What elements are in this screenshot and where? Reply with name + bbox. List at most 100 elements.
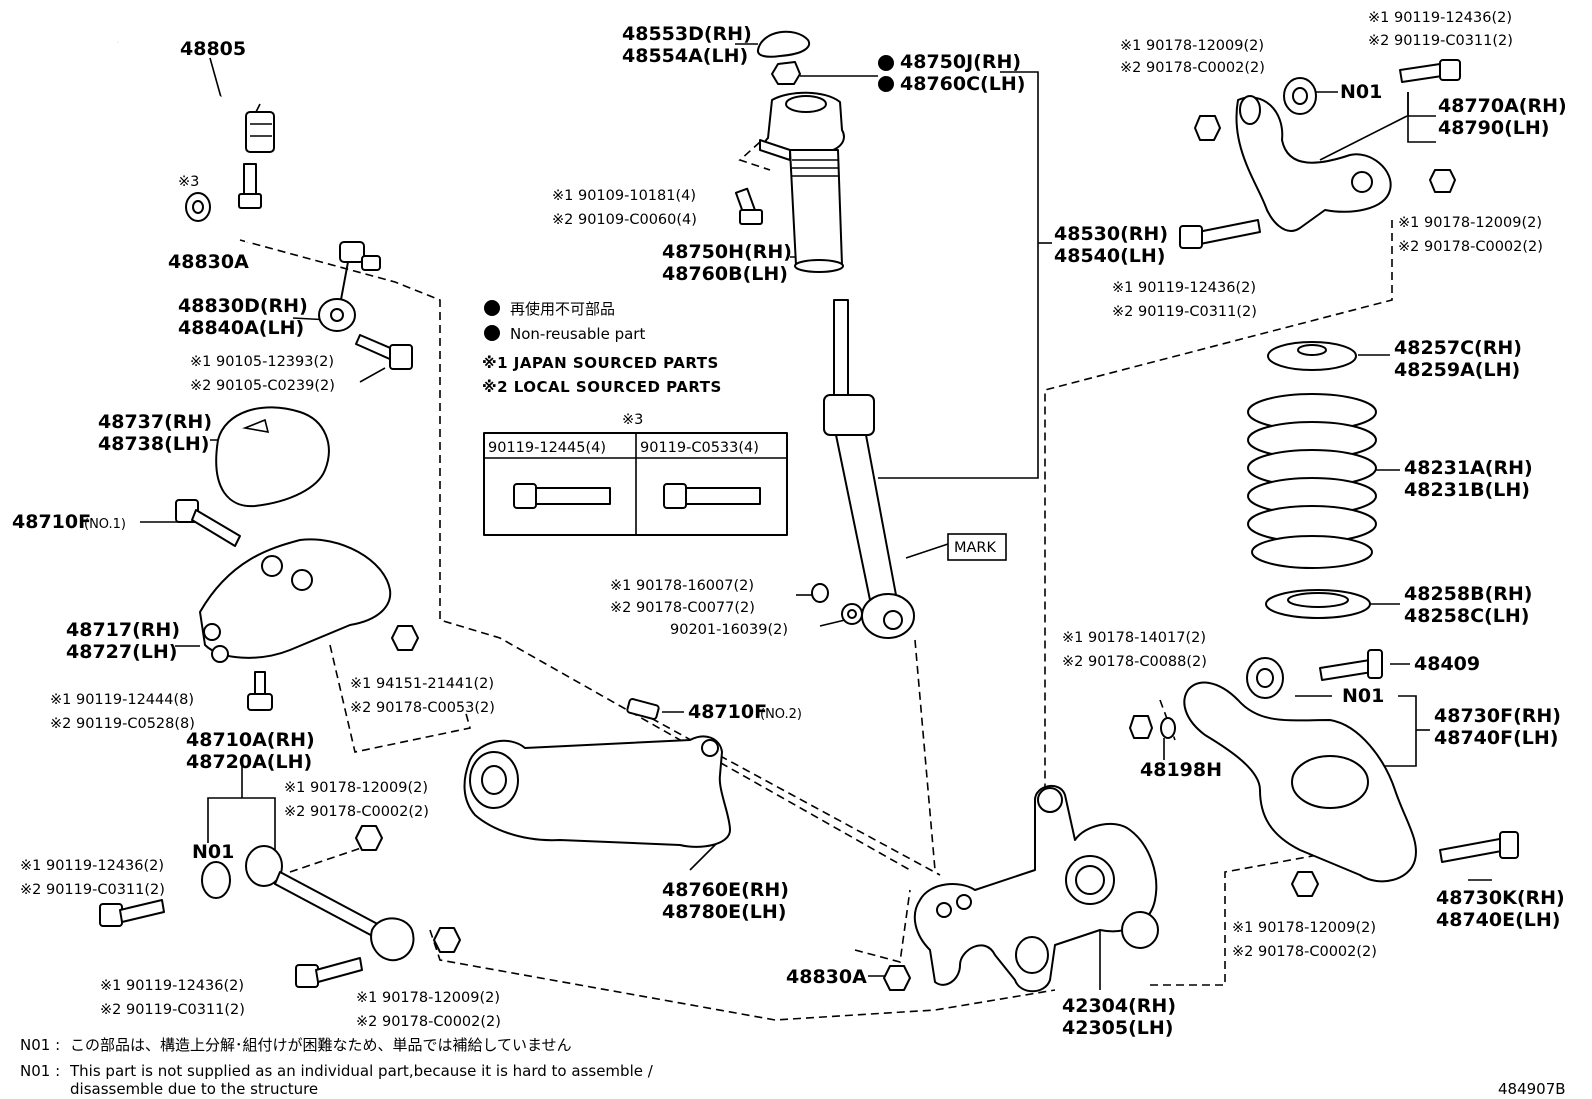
footnote-n01-en-line1: This part is not supplied as an individu… [69,1062,654,1080]
label-48790: 48790(LH) [1438,117,1549,139]
footnote-n01-jp-key: N01 : [20,1036,60,1054]
note-90119-c0311-m: ※2 90119-C0311(2) [1112,304,1257,320]
note-90178-14017: ※1 90178-14017(2) [1062,630,1206,646]
label-48740f: 48740F(LH) [1434,727,1558,749]
label-48727: 48727(LH) [66,641,177,663]
shock-absorber [823,299,915,639]
label-48805: 48805 [180,38,246,60]
note-90178-c0002-br: ※2 90178-C0002(2) [1232,944,1377,960]
note-90119-c0311-top: ※2 90119-C0311(2) [1368,33,1513,49]
label-48840a: 48840A(LH) [178,317,304,339]
legend: 再使用不可部品 Non-reusable part ※1 JAPAN SOURC… [482,300,722,396]
legend-nonreusable-en: Non-reusable part [510,325,645,343]
note-90178-c0053: ※2 90178-C0053(2) [350,700,495,716]
label-n01-right: N01 [1342,685,1384,707]
note-90119-c0311-b: ※2 90119-C0311(2) [100,1002,245,1018]
footnote-n01-en-line2: disassemble due to the structure [70,1080,318,1098]
label-48750h: 48750H(RH) [662,241,792,263]
table-text: ※3 90119-12445(4) 90119-C0533(4) [488,412,759,456]
label-48740e: 48740E(LH) [1436,909,1560,931]
bolt-n3 [238,163,262,209]
label-48730f: 48730F(RH) [1434,705,1561,727]
label-48231b: 48231B(LH) [1404,479,1530,501]
label-48760b: 48760B(LH) [662,263,788,285]
bolt-48409 [1319,649,1383,681]
note-90119-12436-m: ※1 90119-12436(2) [1112,280,1256,296]
label-48770a: 48770A(RH) [1438,95,1567,117]
drawing-number: 484907B [1498,1080,1566,1098]
knuckle [913,785,1159,993]
note-90178-12009-l: ※1 90178-12009(2) [284,780,428,796]
bolt-icon-12445 [513,483,611,509]
label-48198h: 48198H [1140,759,1222,781]
note-90178-12009-br: ※1 90178-12009(2) [1232,920,1376,936]
note-90119-12444: ※1 90119-12444(8) [50,692,194,708]
note-90178-c0002-b: ※2 90178-C0002(2) [356,1014,501,1030]
label-48553d: 48553D(RH) [622,23,752,45]
label-mark: MARK [954,540,997,556]
nut-90178-14017 [1129,715,1176,739]
note-94151-21441: ※1 94151-21441(2) [350,676,494,692]
legend-local-sourced: ※2 LOCAL SOURCED PARTS [482,378,722,396]
footnote-n01-jp: この部品は、構造上分解･組付けが困難なため、単品では補給していません [70,1036,572,1054]
bushing-n01-left [201,861,231,899]
note-90119-c0311-l: ※2 90119-C0311(2) [20,882,165,898]
label-48830a-top: 48830A [168,251,249,273]
washers-90178-16007 [811,583,863,625]
bolt-90109 [734,187,763,225]
note-90178-c0077: ※2 90178-C0077(2) [610,600,755,616]
lateral-rod [245,845,415,962]
dashed-lines [239,141,1401,1021]
label-48257c: 48257C(RH) [1394,337,1522,359]
legend-japan-sourced: ※1 JAPAN SOURCED PARTS [482,354,719,372]
note-90178-c0002-l: ※2 90178-C0002(2) [284,804,429,820]
bolt-90105 [355,334,413,370]
label-48554a: 48554A(LH) [622,45,748,67]
label-n01-top: N01 [1340,81,1382,103]
label-48530: 48530(RH) [1054,223,1168,245]
cap-48553d [756,30,811,58]
spring-seat-upper [1267,341,1357,371]
label-48258c: 48258C(LH) [1404,605,1529,627]
label-48259a: 48259A(LH) [1394,359,1520,381]
mark-box [947,533,1007,561]
label-48737: 48737(RH) [98,411,212,433]
legend-nonreusable-jp: 再使用不可部品 [510,300,615,318]
bolt-90119-12444 [247,671,273,711]
label-90201-16039: 90201-16039(2) [670,622,788,638]
label-48720a: 48720A(LH) [186,751,312,773]
note-90105-c0239: ※2 90105-C0239(2) [190,378,335,394]
bolt-48730k [1439,831,1519,863]
label-n3: ※3 [178,174,199,190]
note-90178-12009-b: ※1 90178-12009(2) [356,990,500,1006]
coil-spring [1247,393,1377,569]
spring-seat-lower [1265,589,1371,619]
note-90105-12393: ※1 90105-12393(2) [190,354,334,370]
note-90178-c0002-r: ※2 90178-C0002(2) [1398,239,1543,255]
bushing-48830a-top [185,192,211,222]
note-90178-16007: ※1 90178-16007(2) [610,578,754,594]
label-48540: 48540(LH) [1054,245,1165,267]
footnote-n01-en-key: N01 : [20,1062,60,1080]
bolt-table-n3 [483,432,788,536]
label-48830d: 48830D(RH) [178,295,308,317]
note-90109-10181: ※1 90109-10181(4) [552,188,696,204]
cover-48737 [215,406,330,508]
nonreusable-bullet-en [484,325,500,341]
label-48760c: 48760C(LH) [900,73,1025,95]
bolt-48710f-no2 [626,698,660,720]
label-48717: 48717(RH) [66,619,180,641]
note-90178-c0002-top: ※2 90178-C0002(2) [1120,60,1265,76]
table-col-90119-12445: 90119-12445(4) [488,440,606,456]
bolt-upper-arm [1179,59,1461,249]
label-42305: 42305(LH) [1062,1017,1173,1039]
bracket-48717 [199,538,392,663]
label-48760e: 48760E(RH) [662,879,789,901]
label-48258b: 48258B(RH) [1404,583,1532,605]
nonreusable-bullet-48750j [878,55,894,71]
note-90119-12436-b: ※1 90119-12436(2) [100,978,244,994]
label-42304: 42304(RH) [1062,995,1176,1017]
note-90119-12436-l: ※1 90119-12436(2) [20,858,164,874]
nuts-left-lower [355,825,461,953]
part-labels: 48805 48553D(RH) 48554A(LH) 48750J(RH) 4… [12,10,1567,1039]
